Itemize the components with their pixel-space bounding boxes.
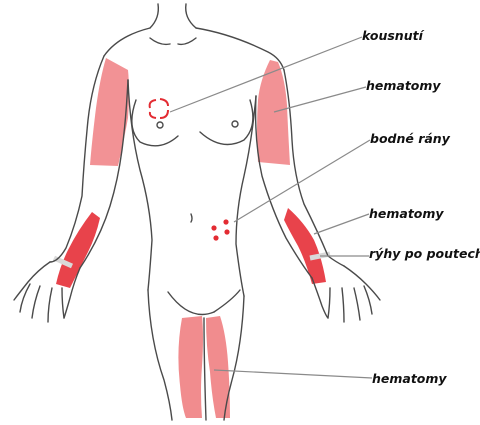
hematoma-left-upper-arm <box>90 58 129 166</box>
leader-line-hematoma-forearm <box>314 214 369 234</box>
label-restraint-marks: rýhy po poutech <box>369 248 480 261</box>
label-stab-wounds: bodné rány <box>370 133 450 146</box>
stab-wounds <box>211 219 229 240</box>
label-bite: kousnutí <box>362 30 423 43</box>
hematoma-left-thigh <box>178 316 203 418</box>
label-hematoma-forearm: hematomy <box>369 208 444 221</box>
bite-mark <box>150 99 168 118</box>
hematoma-left-forearm <box>56 212 100 288</box>
leader-line-hematoma-thigh <box>214 370 372 378</box>
label-hematoma-upper-arm: hematomy <box>366 80 441 93</box>
leader-line-stab-wounds <box>234 140 370 222</box>
label-hematoma-thigh: hematomy <box>372 373 447 386</box>
